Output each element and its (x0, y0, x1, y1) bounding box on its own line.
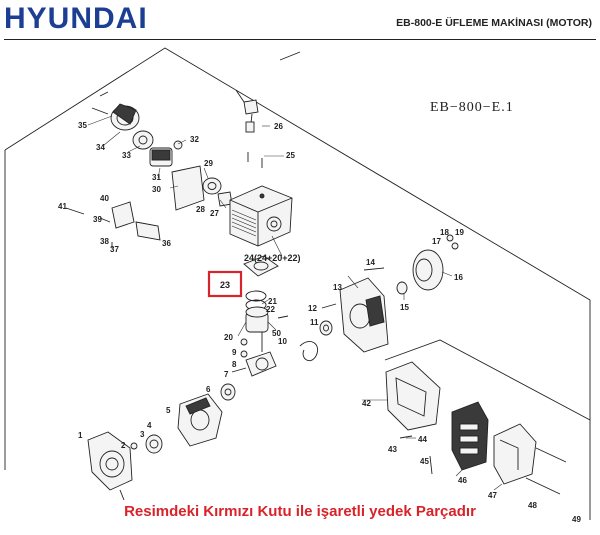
part-label: 7 (224, 370, 229, 379)
part-label: 27 (210, 209, 219, 218)
leader-lines (87, 115, 503, 491)
part-label: 15 (400, 303, 409, 312)
footer-caption: Resimdeki Kırmızı Kutu ile işaretli yede… (124, 503, 476, 520)
left-housing-group (65, 201, 161, 248)
highlighted-part-label: 23 (220, 280, 230, 290)
muffler-46 (451, 401, 489, 471)
part-label: 31 (152, 173, 161, 182)
part-label: 36 (162, 239, 171, 248)
part-label: 19 (455, 228, 464, 237)
part-label: 22 (266, 305, 275, 314)
bearing-group (130, 383, 236, 454)
part-label: 28 (196, 205, 205, 214)
part-label: 44 (418, 435, 427, 444)
cylinder-block (229, 185, 293, 247)
part-label: 39 (93, 215, 102, 224)
part-label: 41 (58, 202, 67, 211)
part-label: 2 (121, 441, 126, 450)
group-label: 24(24+20+22) (244, 253, 301, 263)
part-labels: 1 2 3 4 5 6 7 8 9 10 11 12 13 14 15 16 1… (58, 121, 581, 524)
part-label: 33 (122, 151, 131, 160)
part-label: 13 (333, 283, 342, 292)
header-divider (4, 39, 596, 40)
part-label: 16 (454, 273, 463, 282)
spark-plug-group (235, 89, 263, 168)
part-label: 43 (388, 445, 397, 454)
part-label: 49 (572, 515, 581, 524)
crankshaft-group (231, 332, 277, 377)
part-label: 35 (78, 121, 87, 130)
part-label: 12 (308, 304, 317, 313)
highlight-box (207, 270, 243, 298)
part-label: 45 (420, 457, 429, 466)
part-label: 30 (152, 185, 161, 194)
part-label: 21 (268, 297, 277, 306)
muffler-cover-47 (429, 423, 567, 495)
brand-logo: HYUNDAI (4, 2, 148, 35)
part-label: 11 (310, 318, 319, 327)
part-label: 32 (190, 135, 199, 144)
part-label: 1 (78, 431, 83, 440)
part-label: 14 (366, 258, 375, 267)
part-label: 26 (274, 122, 283, 131)
crankcase-5 (177, 393, 223, 447)
part-label: 34 (96, 143, 105, 152)
part-label: 20 (224, 333, 233, 342)
document-title: EB-800-E ÜFLEME MAKİNASI (MOTOR) (396, 17, 592, 29)
part-label: 38 (100, 237, 109, 246)
flywheel-group (321, 234, 459, 309)
part-label: 29 (204, 159, 213, 168)
part-label: 10 (278, 337, 287, 346)
part-label: 18 (440, 228, 449, 237)
piston-group (245, 290, 289, 333)
part-label: 8 (232, 360, 237, 369)
diagram-code: EB−800−E.1 (430, 100, 514, 115)
part-label: 5 (166, 406, 171, 415)
part-label: 40 (100, 194, 109, 203)
part-label: 48 (528, 501, 537, 510)
part-label: 9 (232, 348, 237, 357)
part-label: 4 (147, 421, 152, 430)
part-label: 42 (362, 399, 371, 408)
part-label: 47 (488, 491, 497, 500)
housing-1 (87, 431, 133, 501)
gasket-23 (243, 255, 279, 277)
starter-assembly (91, 91, 183, 167)
cover-42 (385, 361, 441, 439)
part-label: 3 (140, 430, 145, 439)
crankcase-13 (299, 277, 389, 362)
part-label: 6 (206, 385, 211, 394)
frame-lines (4, 47, 591, 520)
part-label: 50 (272, 329, 281, 338)
part-label: 25 (286, 151, 295, 160)
part-label: 46 (458, 476, 467, 485)
carburetor-group (171, 165, 233, 211)
part-label: 17 (432, 237, 441, 246)
part-label: 37 (110, 245, 119, 254)
